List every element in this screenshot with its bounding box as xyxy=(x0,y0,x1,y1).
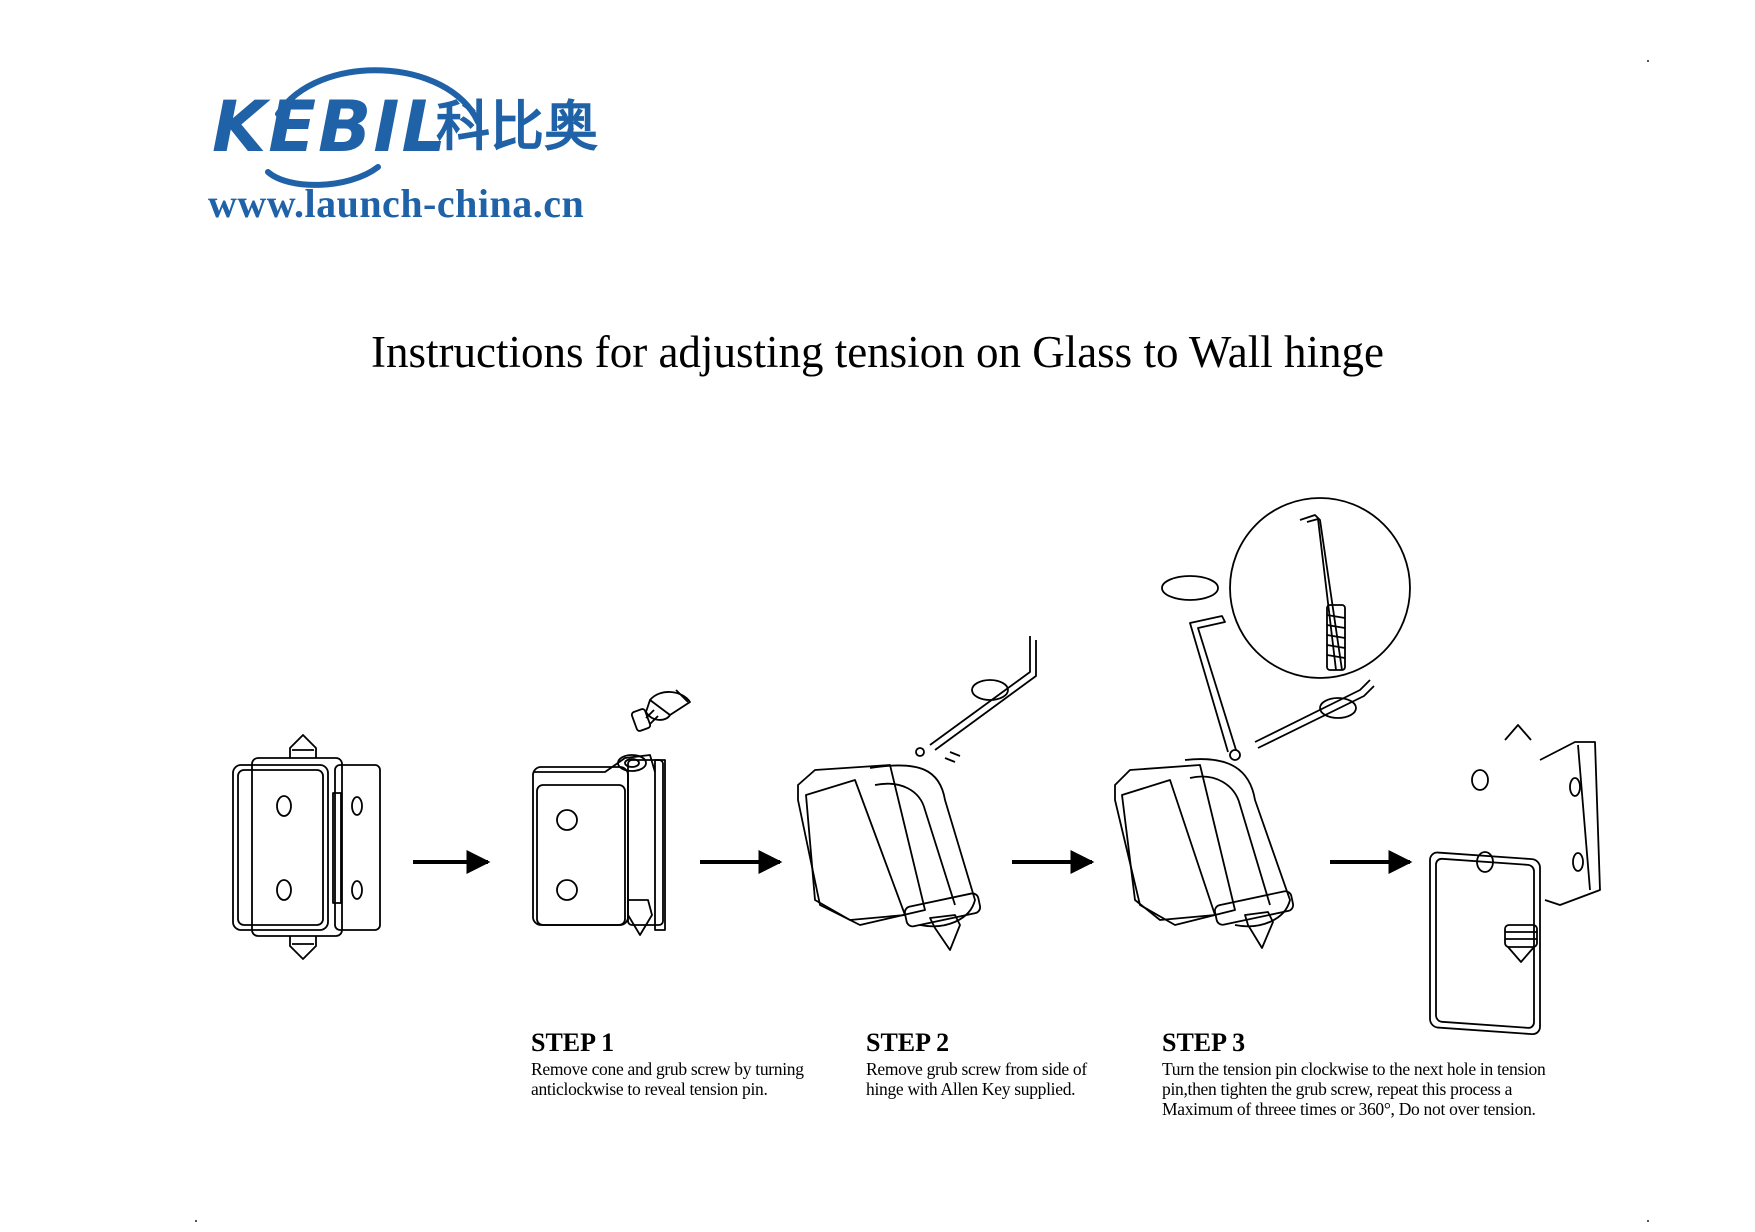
brand-wordmark: KEBIL xyxy=(212,86,449,168)
step-2-label: STEP 2 xyxy=(866,1028,950,1057)
logo-swoosh-icon xyxy=(265,67,481,188)
brand-url: www.launch-china.cn xyxy=(208,181,585,226)
step-1: STEP 1 Remove cone and grub screw by tur… xyxy=(531,1028,851,1100)
hinge-tension-pin-icon xyxy=(1114,497,1411,949)
hinge-allen-key-icon xyxy=(797,636,1037,951)
step-3-label: STEP 3 xyxy=(1162,1028,1246,1057)
step-2-line-1: Remove grub screw from side of xyxy=(866,1059,1087,1079)
step-3-line-2: pin,then tighten the grub screw, repeat … xyxy=(1162,1079,1513,1099)
step-2-line-2: hinge with Allen Key supplied. xyxy=(866,1079,1076,1099)
page-title: Instructions for adjusting tension on Gl… xyxy=(371,327,1384,377)
step-1-line-1: Remove cone and grub screw by turning xyxy=(531,1059,804,1079)
hinge-cone-removed-icon xyxy=(532,689,691,936)
brand-chinese-name: 科比奥 xyxy=(436,95,598,158)
corner-mark xyxy=(1647,1220,1649,1222)
corner-mark xyxy=(195,1220,197,1222)
step-3-line-3: Maximum of threee times or 360°, Do not … xyxy=(1162,1099,1536,1119)
corner-mark xyxy=(1647,60,1649,62)
step-1-line-2: anticlockwise to reveal tension pin. xyxy=(531,1079,768,1099)
brand-logo: KEBIL 科比奥 www.launch-china.cn xyxy=(208,62,638,232)
step-2: STEP 2 Remove grub screw from side of hi… xyxy=(866,1028,1156,1100)
hinge-closed-icon xyxy=(232,734,381,960)
hinge-final-icon xyxy=(1429,724,1601,1036)
step-1-label: STEP 1 xyxy=(531,1028,615,1057)
step-3: STEP 3 Turn the tension pin clockwise to… xyxy=(1162,1028,1612,1120)
step-3-line-1: Turn the tension pin clockwise to the ne… xyxy=(1162,1059,1546,1079)
